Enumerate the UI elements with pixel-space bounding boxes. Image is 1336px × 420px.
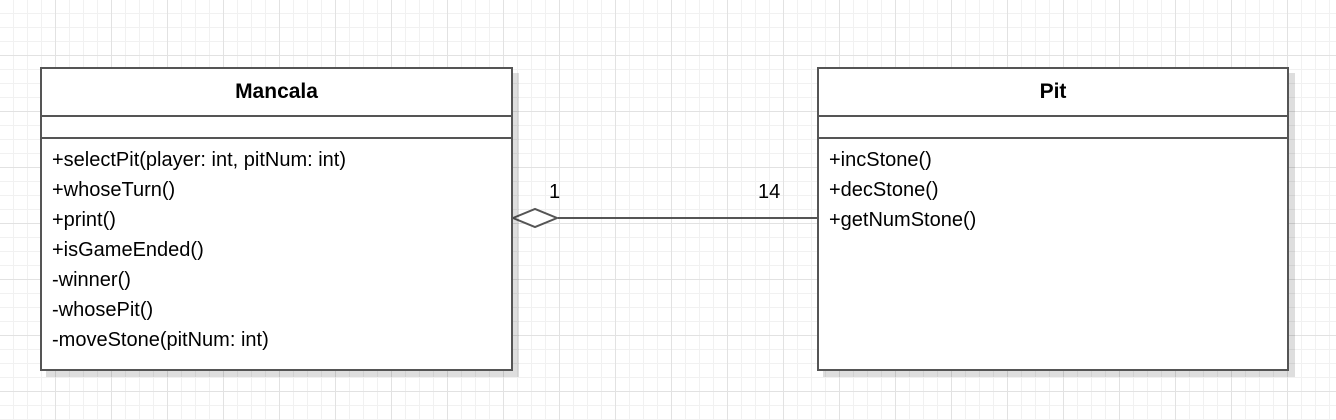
operation: +whoseTurn()	[52, 179, 176, 201]
class-name: Pit	[819, 69, 1287, 117]
mancala-class[interactable]: Mancala +selectPit(player: int, pitNum: …	[40, 67, 513, 371]
operation: -winner()	[52, 269, 131, 291]
attributes-compartment	[42, 117, 511, 139]
class-name: Mancala	[42, 69, 511, 117]
operation: +incStone()	[829, 149, 932, 171]
operation: +print()	[52, 209, 116, 231]
operation: -whosePit()	[52, 299, 154, 321]
operations-compartment: +incStone() +decStone() +getNumStone()	[819, 139, 1287, 235]
mancala-multiplicity: 1	[549, 181, 561, 203]
operations-compartment: +selectPit(player: int, pitNum: int) +wh…	[42, 139, 511, 355]
pit-multiplicity: 14	[758, 181, 781, 203]
operation: +isGameEnded()	[52, 239, 204, 261]
attributes-compartment	[819, 117, 1287, 139]
pit-class[interactable]: Pit +incStone() +decStone() +getNumStone…	[817, 67, 1289, 371]
operation: +decStone()	[829, 179, 939, 201]
operation: -moveStone(pitNum: int)	[52, 329, 269, 351]
aggregation-diamond-icon[interactable]	[510, 207, 560, 229]
operation: +selectPit(player: int, pitNum: int)	[52, 149, 346, 171]
operation: +getNumStone()	[829, 209, 977, 231]
